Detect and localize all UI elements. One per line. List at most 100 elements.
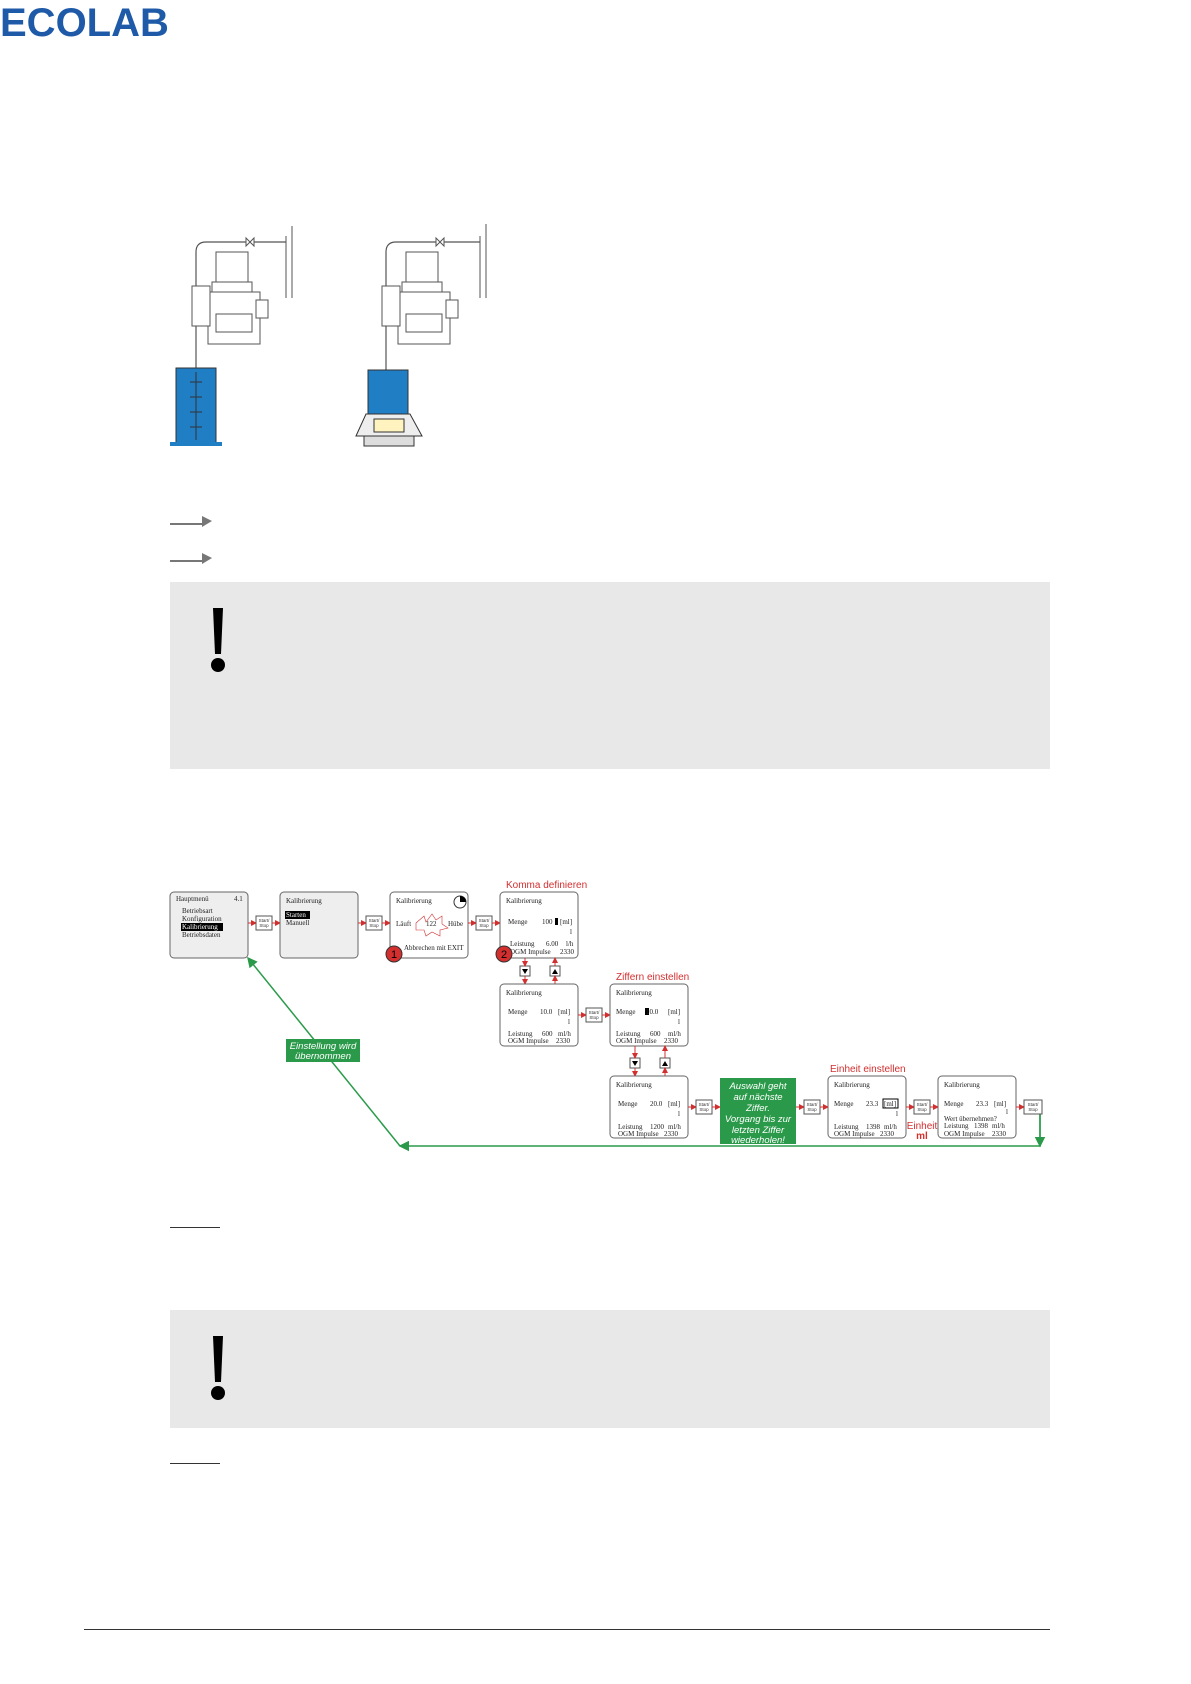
svg-text:Kalibrierung: Kalibrierung — [506, 989, 542, 997]
einstellung-label-2: übernommen — [295, 1051, 351, 1062]
einstellung-label-box — [286, 1039, 360, 1062]
svg-text:Einheit: Einheit — [907, 1121, 938, 1132]
svg-text:[ml]: [ml] — [560, 918, 572, 926]
logo-text: ECOLAB — [0, 1, 169, 44]
svg-text:Leistung: Leistung — [618, 1123, 643, 1131]
arrow-bullet-icon — [170, 516, 212, 527]
svg-text:122: 122 — [426, 920, 437, 928]
svg-text:20.0: 20.0 — [650, 1100, 663, 1108]
screen-kalibrierung-start: Kalibrierung Starten Manuell — [279, 891, 359, 959]
svg-text:[ml]: [ml] — [668, 1008, 680, 1016]
svg-text:2: 2 — [501, 949, 507, 961]
svg-text:Stop: Stop — [1028, 1107, 1038, 1112]
screen-menge-20: Kalibrierung Menge 20.0 [ml] l Leistung … — [609, 1075, 689, 1139]
svg-text:Menge: Menge — [618, 1100, 637, 1108]
svg-text:l: l — [568, 1018, 570, 1026]
svg-text:l: l — [678, 1110, 680, 1118]
svg-text:Wert übernehmen?: Wert übernehmen? — [944, 1115, 997, 1123]
svg-text:ml/h: ml/h — [884, 1123, 897, 1131]
pump-scale-setup — [355, 224, 487, 447]
svg-text:2330: 2330 — [556, 1037, 571, 1045]
svg-text:Stop: Stop — [699, 1107, 709, 1112]
start-stop-button: Start/ Stop — [365, 915, 383, 931]
screen-title: Kalibrierung — [286, 897, 322, 905]
svg-text:Leistung: Leistung — [944, 1122, 969, 1130]
pump-calibration-illustration — [170, 224, 487, 447]
svg-text:Leistung: Leistung — [510, 940, 535, 948]
section-rule — [170, 1227, 220, 1228]
svg-text:Stop: Stop — [479, 923, 489, 928]
screen-hauptmenu: Hauptmenü 4.1 Betriebsart Konfiguration … — [169, 891, 249, 959]
svg-text:Start/: Start/ — [807, 1102, 819, 1107]
screen-einheit: Kalibrierung Menge 23.3 [ml] l Leistung … — [827, 1075, 907, 1139]
down-up-buttons — [519, 957, 561, 985]
screen-wert-uebernehmen: Kalibrierung Menge 23.3 [ml] l Wert über… — [937, 1075, 1017, 1139]
einheit-label: Einheit einstellen — [830, 1064, 906, 1075]
svg-text:Kalibrierung: Kalibrierung — [616, 989, 652, 997]
svg-text:Start/: Start/ — [699, 1102, 711, 1107]
svg-text:Stop: Stop — [589, 1015, 599, 1020]
badge-2 — [495, 945, 513, 963]
svg-text:2330: 2330 — [992, 1130, 1007, 1138]
start-stop-button: Start/ Stop — [1023, 1099, 1043, 1115]
screen-title: Kalibrierung — [396, 897, 432, 905]
clock-icon — [460, 896, 466, 902]
start-stop-button: Start/ Stop — [585, 1007, 603, 1023]
svg-text:1398: 1398 — [866, 1123, 881, 1131]
exclamation-icon — [211, 1336, 225, 1400]
svg-text:2330: 2330 — [664, 1037, 679, 1045]
svg-text:Stop: Stop — [259, 923, 269, 928]
svg-text:letzten Ziffer: letzten Ziffer — [732, 1125, 785, 1136]
menu-item-selected: Kalibrierung — [182, 923, 218, 931]
svg-text:Kalibrierung: Kalibrierung — [834, 1081, 870, 1089]
svg-text:wiederholen!: wiederholen! — [731, 1135, 785, 1146]
down-up-buttons — [629, 1045, 671, 1077]
svg-text:600: 600 — [650, 1030, 661, 1038]
svg-text:OGM Impulse: OGM Impulse — [834, 1130, 875, 1138]
menu-item: Betriebsdaten — [182, 931, 221, 939]
svg-text:Menge: Menge — [508, 1008, 527, 1016]
svg-text:Kalibrierung: Kalibrierung — [506, 897, 542, 905]
svg-text:Menge: Menge — [944, 1100, 963, 1108]
svg-text:Start/: Start/ — [369, 918, 381, 923]
start-stop-button: Start/ Stop — [913, 1099, 931, 1115]
svg-text:Stop: Stop — [917, 1107, 927, 1112]
svg-text:OGM Impulse: OGM Impulse — [616, 1037, 657, 1045]
ecolab-logo: ECOLAB — [0, 1, 169, 45]
svg-text:[ml]: [ml] — [884, 1100, 896, 1108]
notice-box — [170, 1310, 1050, 1428]
svg-text:Leistung: Leistung — [834, 1123, 859, 1131]
svg-text:1: 1 — [391, 949, 397, 961]
svg-text:Kalibrierung: Kalibrierung — [944, 1081, 980, 1089]
svg-text:10.0: 10.0 — [540, 1008, 553, 1016]
svg-text:100: 100 — [542, 918, 553, 926]
svg-text:Ziffer.: Ziffer. — [745, 1103, 770, 1114]
svg-text:Abbrechen mit EXIT: Abbrechen mit EXIT — [404, 944, 464, 952]
svg-text:23.3: 23.3 — [866, 1100, 879, 1108]
svg-text:ml/h: ml/h — [668, 1030, 681, 1038]
svg-text:OGM Impulse: OGM Impulse — [508, 1037, 549, 1045]
svg-text:Stop: Stop — [807, 1107, 817, 1112]
svg-text:Start/: Start/ — [259, 918, 271, 923]
svg-text:Leistung: Leistung — [616, 1030, 641, 1038]
svg-text:Menge: Menge — [508, 918, 527, 926]
ziffern-label: Ziffern einstellen — [616, 972, 689, 983]
svg-text:Stop: Stop — [369, 923, 379, 928]
svg-text:2330: 2330 — [880, 1130, 895, 1138]
burst-icon — [415, 913, 449, 937]
menu-item: Konfiguration — [182, 915, 222, 923]
svg-text:ml/h: ml/h — [558, 1030, 571, 1038]
svg-text:[ml]: [ml] — [558, 1008, 570, 1016]
svg-text:Vorgang bis zur: Vorgang bis zur — [725, 1114, 792, 1125]
screen-title: Hauptmenü — [176, 895, 209, 903]
svg-text:l: l — [896, 1110, 898, 1118]
svg-text:l/h: l/h — [566, 940, 574, 948]
svg-text:l: l — [1006, 1108, 1008, 1116]
menu-item: Betriebsart — [182, 907, 213, 915]
calibration-flow-diagram: Einstellung wird übernommen Hauptmenü 4.… — [169, 880, 1046, 1152]
svg-text:23.3: 23.3 — [976, 1100, 989, 1108]
svg-text:10.0: 10.0 — [646, 1008, 659, 1016]
svg-text:Start/: Start/ — [589, 1010, 601, 1015]
screen-menge-10-0: Kalibrierung Menge 10.0 [ml] l Leistung … — [499, 983, 579, 1047]
svg-text:Leistung: Leistung — [508, 1030, 533, 1038]
